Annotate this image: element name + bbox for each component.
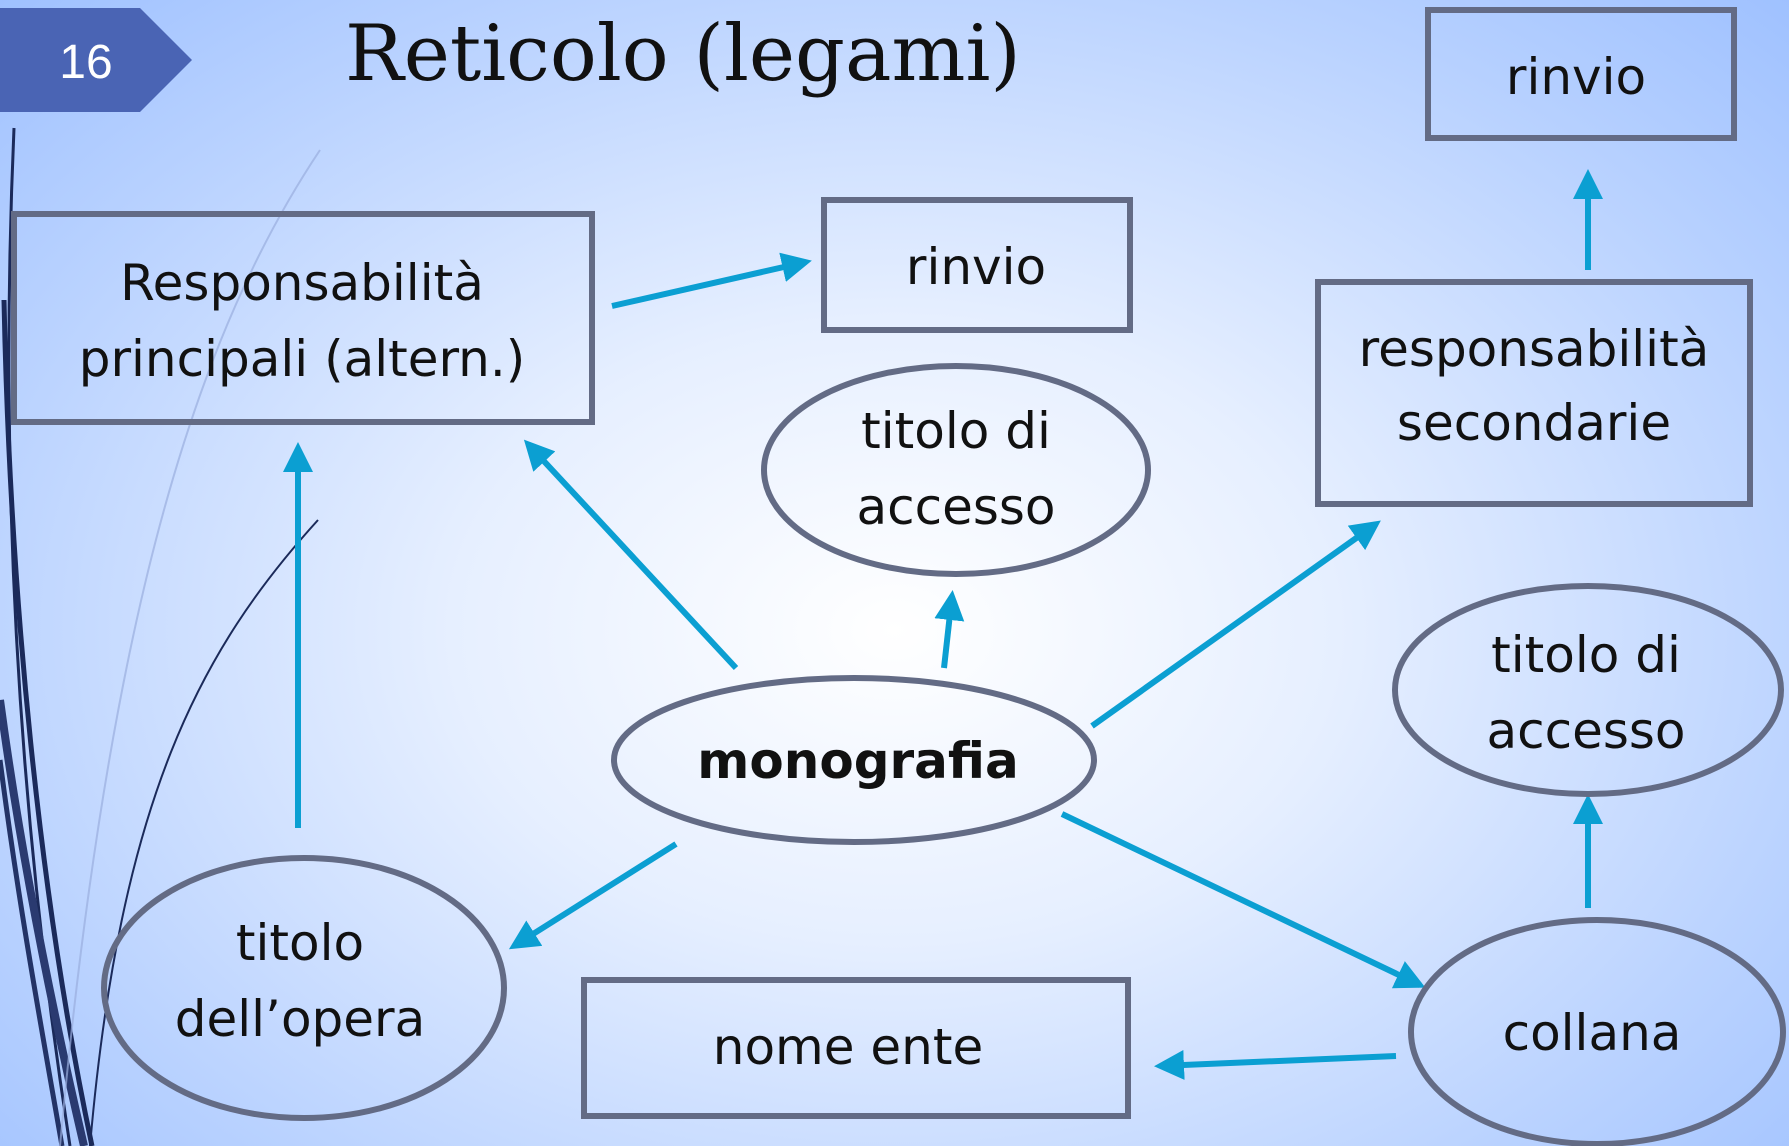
node-label: collana [1503, 1004, 1682, 1062]
node-titolo-opera: titolo dell’opera [101, 855, 507, 1121]
node-label-line1: titolo di [1491, 626, 1681, 684]
node-titolo-accesso-right: titolo di accesso [1392, 583, 1784, 797]
arrow-mono-to-titolo-opera [508, 841, 678, 950]
node-responsabilita-principali: Responsabilità principali (altern.) [11, 211, 595, 425]
slide-title: Reticolo (legami) [345, 9, 1021, 99]
arrow-mono-to-collana [1060, 811, 1426, 989]
node-rinvio-center: rinvio [821, 197, 1133, 333]
node-label-line2: secondarie [1397, 394, 1671, 452]
node-label-line1: titolo [236, 914, 364, 972]
arrow-collana-to-nome-ente [1154, 1049, 1397, 1080]
slide-number: 16 [59, 36, 112, 89]
arrow-resp-to-rinvio [611, 252, 812, 309]
node-label-line2: principali (altern.) [79, 330, 525, 388]
node-label: nome ente [713, 1018, 983, 1076]
node-nome-ente: nome ente [581, 977, 1131, 1119]
node-label-line2: dell’opera [175, 990, 425, 1048]
node-responsabilita-secondarie: responsabilità secondarie [1315, 279, 1753, 507]
decorative-swoosh [0, 127, 321, 1146]
arrows [283, 169, 1603, 1080]
node-titolo-accesso-center: titolo di accesso [761, 363, 1151, 577]
node-label-line1: Responsabilità [120, 254, 484, 312]
node-label: rinvio [906, 238, 1046, 296]
node-label-line1: titolo di [861, 402, 1051, 460]
node-label-line2: accesso [856, 478, 1055, 536]
slide-number-badge: 16 [0, 8, 192, 112]
node-label-line2: accesso [1486, 702, 1685, 760]
node-label: monografia [697, 732, 1018, 790]
node-collana: collana [1408, 917, 1786, 1146]
arrow-mono-to-titolo-accesso [934, 590, 965, 669]
node-rinvio-right: rinvio [1425, 7, 1737, 141]
node-monografia: monografia [611, 675, 1097, 845]
node-label-line1: responsabilità [1359, 320, 1710, 378]
node-label: rinvio [1506, 48, 1646, 106]
arrow-mono-to-resp [523, 439, 739, 671]
arrow-mono-to-resp-sec [1090, 520, 1381, 729]
